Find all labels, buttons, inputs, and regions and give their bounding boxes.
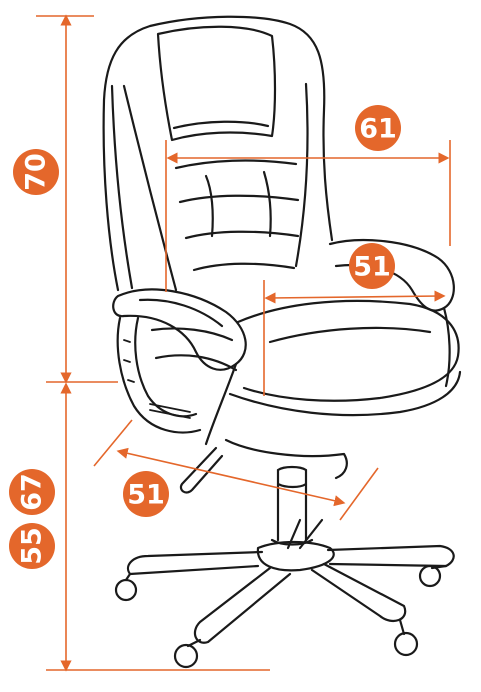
back-tuft-b — [262, 170, 272, 238]
back-cushion-2 — [178, 194, 300, 204]
seat-depth-tick-left — [93, 419, 133, 467]
left-arm-front — [204, 362, 238, 446]
gas-cylinder — [270, 465, 314, 546]
label-back-height: 70 — [21, 153, 52, 191]
caster-2 — [418, 564, 442, 588]
badge-seat-height-min: 55 — [9, 523, 55, 569]
seat-depth-line — [116, 447, 346, 507]
base-leg-right — [326, 544, 455, 568]
left-arm-pad — [138, 298, 224, 328]
seat-front — [228, 370, 462, 417]
badge-arm-span: 51 — [349, 243, 395, 289]
caster-4 — [393, 631, 419, 657]
base-hub — [256, 540, 335, 572]
left-arm-slots — [123, 339, 191, 419]
caster-stems — [124, 564, 448, 648]
base-leg-front-left — [193, 566, 292, 644]
base-leg-back — [286, 518, 324, 550]
back-tuft-a — [204, 174, 214, 238]
seat-seam — [268, 326, 432, 344]
left-armrest — [112, 288, 247, 371]
seat-left — [150, 327, 238, 372]
seat-depth-tick-right — [339, 467, 379, 521]
back-cushion-3 — [184, 230, 300, 240]
badge-back-height: 70 — [13, 149, 59, 195]
label-seat-height-max: 67 — [17, 473, 48, 511]
caster-3 — [173, 643, 199, 669]
backrest-left-side — [110, 84, 134, 290]
mechanism — [224, 438, 348, 480]
headrest-seam — [172, 120, 270, 130]
back-cushion-4 — [192, 262, 296, 272]
label-seat-depth: 51 — [127, 480, 165, 511]
badge-seat-depth: 51 — [123, 471, 169, 517]
headrest — [156, 25, 277, 142]
badge-seat-height-max: 67 — [9, 469, 55, 515]
chair-illustration — [102, 15, 462, 669]
badge-back-width: 61 — [355, 105, 401, 151]
base-leg-left — [126, 550, 264, 576]
backrest-inner-left — [122, 84, 178, 292]
base-leg-front-right — [310, 562, 407, 623]
seat-top — [236, 299, 460, 402]
label-arm-span: 51 — [353, 252, 391, 283]
caster-1 — [114, 578, 138, 602]
dimension-lines — [36, 14, 451, 672]
back-cushion-1 — [174, 159, 298, 170]
left-arm-support-outer — [116, 316, 202, 434]
left-arm-support-inner — [134, 316, 198, 418]
label-back-width: 61 — [359, 114, 397, 145]
label-seat-height-min: 55 — [17, 527, 48, 565]
arm-span-line — [264, 290, 446, 304]
right-arm-support — [442, 306, 451, 388]
backrest-outline — [102, 15, 334, 292]
backrest-inner-right — [294, 82, 309, 268]
